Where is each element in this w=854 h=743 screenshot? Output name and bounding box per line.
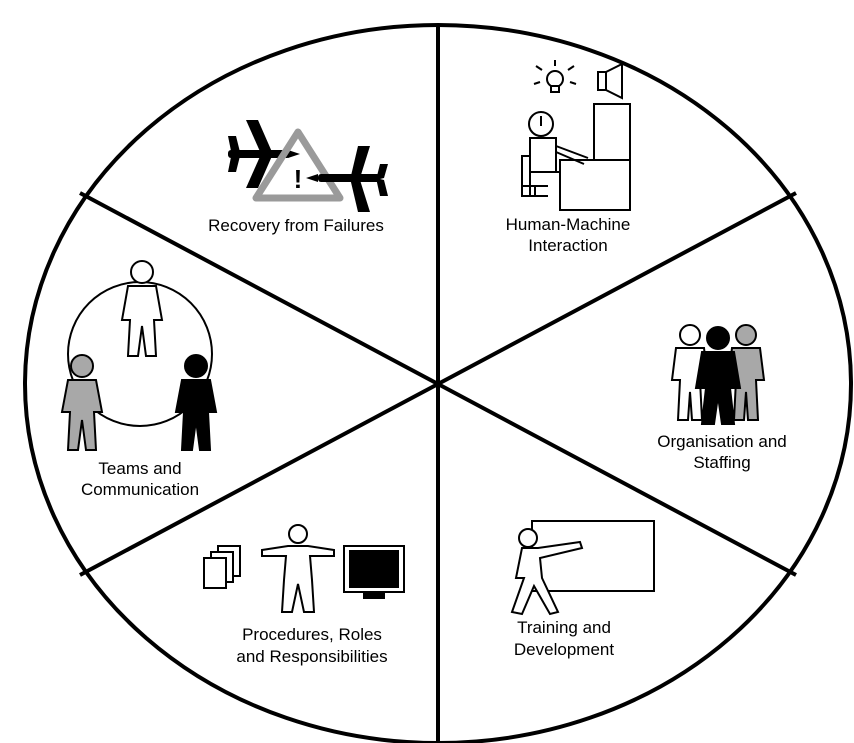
label-teams-line2: Communication (81, 480, 199, 499)
aircraft-warning-icon: ! (228, 120, 388, 212)
svg-text:!: ! (294, 164, 303, 194)
label-organisation-line1: Organisation and (657, 432, 786, 451)
label-recovery: Recovery from Failures (208, 216, 384, 235)
label-teams-line1: Teams and (98, 459, 181, 478)
speaker-icon (597, 62, 623, 100)
segment-hmi: Human-Machine Interaction (506, 60, 631, 255)
segment-organisation: Organisation and Staffing (657, 324, 787, 472)
segment-dividers (79, 25, 797, 743)
label-procedures-line1: Procedures, Roles (242, 625, 382, 644)
documents-icon (203, 545, 241, 589)
team-circle-icon (60, 260, 218, 451)
group-of-people-icon (670, 324, 766, 425)
segment-procedures: Procedures, Roles and Responsibilities (203, 524, 405, 666)
label-procedures-line2: and Responsibilities (236, 647, 387, 666)
label-hmi-line2: Interaction (528, 236, 607, 255)
label-organisation-line2: Staffing (693, 453, 750, 472)
label-hmi-line1: Human-Machine (506, 215, 631, 234)
label-training-line1: Training and (517, 618, 611, 637)
documents-person-monitor-icon (203, 524, 405, 613)
segment-teams: Teams and Communication (60, 260, 218, 499)
monitor-icon (343, 545, 405, 599)
operator-workstation-icon (521, 60, 631, 211)
segment-training: Training and Development (510, 520, 655, 659)
person-outline-icon (261, 524, 335, 613)
segment-recovery: ! Recovery from Failures (208, 120, 388, 235)
light-bulb-icon (533, 60, 577, 93)
presenter-at-board-icon (510, 520, 655, 616)
label-training-line2: Development (514, 640, 614, 659)
